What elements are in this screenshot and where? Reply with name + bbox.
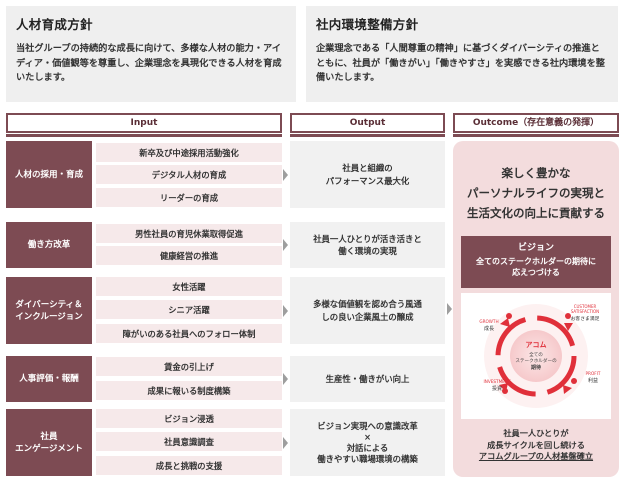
cycle-arrowhead-icon [563,385,572,394]
hr-development-policy: 人材育成方針 当社グループの持続的な成長に向けて、多様な人材の能力・アイディア・… [6,6,296,102]
cycle-growth-jp: 成長 [484,325,494,332]
hr-development-policy-body: 当社グループの持続的な成長に向けて、多様な人材の能力・アイディア・価値観等を尊重… [16,43,282,83]
input-item: シニア活躍 [96,300,282,319]
outcome-title-text: 楽しく豊かな パーソナルライフの実現と 生活文化の向上に貢献する [467,166,605,220]
arrow-right-icon [283,305,288,317]
cycle-center-circle [510,330,562,382]
cycle-investment-en: INVESTMENT [483,379,510,384]
outcome-footer-emphasis: アコムグループの人材基盤確立 [478,451,594,461]
category-diversity-inclusion: ダイバーシティ＆ インクルージョン [6,277,92,344]
cycle-growth-en: GROWTH [479,319,498,324]
vision-text: 全てのステークホルダーの期待に 応えつづける [476,257,596,277]
output-box-engagement: ビジョン実現への意識改革 × 対話による 働きやすい職場環境の構築 [290,409,445,476]
input-item: 障がいのある社員へのフォロー体制 [96,324,282,343]
cycle-center-line: 全ての [529,351,543,358]
cycle-investment-jp: 投資 [492,385,502,392]
growth-cycle-svg: アコム 全ての ステークホルダーの 期待 GROWTH 成長 CUSTOMER … [479,304,601,408]
category-evaluation-compensation: 人事評価・報酬 [6,356,92,402]
input-item: 賃金の引上げ [96,357,282,376]
growth-cycle-diagram: アコム 全ての ステークホルダーの 期待 GROWTH 成長 CUSTOMER … [461,293,611,419]
arrow-right-icon [283,169,288,181]
output-box-workplace: 社員一人ひとりが活き活きと 働く環境の実現 [290,222,445,268]
cycle-profit-jp: 利益 [588,377,598,384]
category-recruitment-development: 人材の採用・育成 [6,141,92,208]
cycle-node-dot [571,378,577,384]
cycle-arrowhead-icon [500,318,510,327]
output-text: 生産性・働きがい向上 [325,373,410,384]
output-text: 多様な価値観を認め合う風通 しの良い企業風土の醸成 [313,299,422,322]
outcome-footer-line: 社員一人ひとりが [503,428,569,438]
input-item: 社員意識調査 [96,432,282,451]
input-item: 新卒及び中途採用活動強化 [96,143,282,162]
input-item: デジタル人材の育成 [96,165,282,184]
workplace-environment-policy-title: 社内環境整備方針 [316,17,419,32]
arrow-right-icon [283,373,288,385]
input-item: ビジョン浸透 [96,409,282,428]
input-column-header: Input [6,113,282,133]
output-header-underline [290,134,445,137]
cycle-node-dot [506,313,512,319]
input-item: 成果に報いる制度構築 [96,381,282,400]
input-item: 男性社員の育児休業取得促進 [96,224,282,243]
output-box-productivity: 生産性・働きがい向上 [290,356,445,402]
arrow-right-icon [447,303,452,315]
input-item: リーダーの育成 [96,188,282,207]
cycle-arrowhead-icon [564,323,573,331]
input-item: 成長と挑戦の支援 [96,456,282,475]
cycle-node-dot [502,388,508,394]
input-header-underline [6,134,282,137]
output-box-culture: 多様な価値観を認め合う風通 しの良い企業風土の醸成 [290,277,445,344]
arrow-right-icon [283,239,288,251]
output-column-header: Output [290,113,445,133]
input-item: 健康経営の推進 [96,246,282,265]
input-item: 女性活躍 [96,277,282,296]
category-work-style-reform: 働き方改革 [6,222,92,268]
vision-box: ビジョン 全てのステークホルダーの期待に 応えつづける [461,236,611,288]
category-label: ダイバーシティ＆ インクルージョン [15,299,83,322]
hr-development-policy-title: 人材育成方針 [16,17,93,32]
cycle-cs-en: SATISFACTION [571,309,599,314]
arrow-right-icon [283,437,288,449]
vision-label: ビジョン [517,243,554,253]
outcome-footer: 社員一人ひとりが 成長サイクルを回し続ける アコムグループの人材基盤確立 [453,428,619,463]
category-label: 社員 エンゲージメント [15,431,83,454]
cycle-center-line: ステークホルダーの [515,357,557,364]
outcome-header-underline [453,134,619,137]
outcome-column-header: Outcome（存在意義の発揮） [453,113,619,133]
cycle-center-line: 期待 [530,364,541,371]
outcome-title: 楽しく豊かな パーソナルライフの実現と 生活文化の向上に貢献する [453,163,619,223]
output-text: 社員一人ひとりが活き活きと 働く環境の実現 [313,233,422,257]
cycle-cs-en: CUSTOMER [574,304,597,309]
category-engagement: 社員 エンゲージメント [6,409,92,476]
output-box-performance: 社員と組織の パフォーマンス最大化 [290,141,445,208]
cycle-node-dot [565,313,571,319]
workplace-environment-policy: 社内環境整備方針 企業理念である「人間尊重の精神」に基づくダイバーシティの推進と… [306,6,618,102]
cycle-cs-jp: お客さま満足 [571,315,600,322]
cycle-center-brand: アコム [526,341,547,349]
output-text: 社員と組織の パフォーマンス最大化 [325,163,410,186]
workplace-environment-policy-body: 企業理念である「人間尊重の精神」に基づくダイバーシティの推進とともに、社員が「働… [316,43,605,83]
outcome-footer-line: 成長サイクルを回し続ける [487,439,585,450]
output-text: ビジョン実現への意識改革 × 対話による 働きやすい職場環境の構築 [317,420,418,464]
cycle-ring-arrow [495,315,577,397]
cycle-profit-en: PROFIT [586,371,601,376]
